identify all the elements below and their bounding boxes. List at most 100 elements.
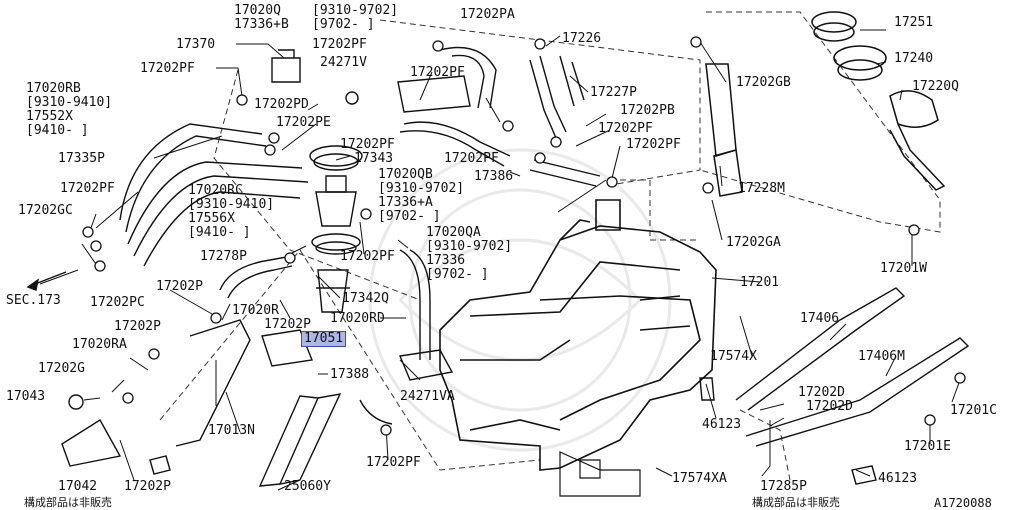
label-date-9410-b: [9410- ] xyxy=(188,225,251,240)
label-17013n: 17013N xyxy=(208,423,255,438)
label-17202pa: 17202PA xyxy=(460,7,515,22)
label-17202pf-4: 17202PF xyxy=(598,121,653,136)
label-17202pf-3: 17202PF xyxy=(410,65,465,80)
label-17285p: 17285P xyxy=(760,479,807,494)
label-17556x: 17556X xyxy=(188,211,235,226)
label-17202pd: 17202PD xyxy=(254,97,309,112)
label-17202pf-2: 17202PF xyxy=(140,61,195,76)
label-17202pf-9: 17202PF xyxy=(340,249,395,264)
label-17202g: 17202G xyxy=(38,361,85,376)
label-17406: 17406 xyxy=(800,311,840,326)
label-17202p-2: 17202P xyxy=(264,317,311,332)
label-17336: 17336 xyxy=(426,253,466,268)
left-hose-frame xyxy=(213,69,421,301)
label-17202p-4: 17202P xyxy=(124,479,171,494)
label-date-9310-9702-e: [9310-9702] xyxy=(426,239,513,254)
label-17406m: 17406M xyxy=(858,349,905,364)
tank-straps xyxy=(699,287,970,485)
lower-frame xyxy=(159,249,541,471)
label-17020q: 17020Q xyxy=(234,3,281,18)
label-17202pf-1: 17202PF xyxy=(312,37,367,52)
label-date-9410-a: [9410- ] xyxy=(26,123,89,138)
label-17574x: 17574X xyxy=(710,349,757,364)
parts-note-left: 構成部品は非販売 xyxy=(24,496,112,509)
label-17020r: 17020R xyxy=(232,303,279,318)
label-17042: 17042 xyxy=(58,479,98,494)
label-17343: 17343 xyxy=(354,151,394,166)
section-ref[interactable]: SEC.173 xyxy=(6,293,61,308)
label-17278p: 17278P xyxy=(200,249,247,264)
label-date-9702-c: [9702- ] xyxy=(426,267,489,282)
hose-bundle-left xyxy=(119,123,309,267)
label-17202gc: 17202GC xyxy=(18,203,73,218)
label-17043: 17043 xyxy=(6,389,46,404)
label-17201e: 17201E xyxy=(904,439,951,454)
label-date-9310-9702-a: [9310-9702] xyxy=(312,3,399,18)
label-17574xa: 17574XA xyxy=(672,471,727,486)
label-17020rb: 17020RB xyxy=(26,81,81,96)
label-17020qa: 17020QA xyxy=(426,225,481,240)
filler-neck xyxy=(705,63,946,197)
leader-lines xyxy=(39,29,961,491)
label-17202pb: 17202PB xyxy=(620,103,675,118)
fuel-pump-assembly xyxy=(309,145,363,313)
label-17240: 17240 xyxy=(894,51,934,66)
misc-parts xyxy=(61,49,471,487)
label-17202pe: 17202PE xyxy=(276,115,331,130)
strap-frame xyxy=(739,409,791,481)
label-17201w: 17201W xyxy=(880,261,927,276)
label-17336a: 17336+A xyxy=(378,195,433,210)
label-17228m: 17228M xyxy=(738,181,785,196)
label-24271va: 24271VA xyxy=(400,389,455,404)
label-17335p: 17335P xyxy=(58,151,105,166)
label-24271v: 24271V xyxy=(320,55,367,70)
vent-hoses xyxy=(219,46,601,425)
label-date-9310-9410-d: [9310-9410] xyxy=(188,197,275,212)
fuel-tank xyxy=(439,199,717,471)
label-17202pc: 17202PC xyxy=(90,295,145,310)
section-arrow xyxy=(26,271,67,291)
label-17201c: 17201C xyxy=(950,403,997,418)
label-17226: 17226 xyxy=(562,31,602,46)
label-date-9310-9702-c: [9310-9702] xyxy=(378,181,465,196)
label-17020rd: 17020RD xyxy=(330,311,385,326)
label-17386: 17386 xyxy=(474,169,514,184)
label-17202pf-7: 17202PF xyxy=(444,151,499,166)
filler-rings xyxy=(811,11,887,81)
hose-clamps xyxy=(82,36,966,436)
label-17388: 17388 xyxy=(330,367,370,382)
label-17020rc: 17020RC xyxy=(188,183,243,198)
label-17020ra: 17020RA xyxy=(72,337,127,352)
label-17201: 17201 xyxy=(740,275,780,290)
label-17202ga: 17202GA xyxy=(726,235,781,250)
parts-note-right: 構成部品は非販売 xyxy=(752,496,840,509)
label-date-9702-b: [9702- ] xyxy=(378,209,441,224)
label-17251: 17251 xyxy=(894,15,934,30)
label-17202pf-6: 17202PF xyxy=(626,137,681,152)
label-17336b: 17336+B xyxy=(234,17,289,32)
label-17552x: 17552X xyxy=(26,109,73,124)
label-46123-b: 46123 xyxy=(878,471,918,486)
label-17202gb: 17202GB xyxy=(736,75,791,90)
label-17051-highlighted[interactable]: 17051 xyxy=(300,331,347,347)
label-date-9310-9410-b: [9310-9410] xyxy=(26,95,113,110)
diagram-reference: A1720088 xyxy=(934,496,992,510)
label-17202p-1: 17202P xyxy=(156,279,203,294)
label-25060y: 25060Y xyxy=(284,479,331,494)
label-17220q: 17220Q xyxy=(912,79,959,94)
label-17202pf-8: 17202PF xyxy=(60,181,115,196)
label-46123-a: 46123 xyxy=(702,417,742,432)
label-17227p: 17227P xyxy=(590,85,637,100)
label-17370: 17370 xyxy=(176,37,216,52)
label-17202d-2: 17202D xyxy=(806,399,853,414)
label-17342q: 17342Q xyxy=(342,291,389,306)
tank-bracket xyxy=(559,451,641,497)
label-17202p-3: 17202P xyxy=(114,319,161,334)
label-17020qb: 17020QB xyxy=(378,167,433,182)
label-17202pf-5: 17202PF xyxy=(340,137,395,152)
label-17202pf-10: 17202PF xyxy=(366,455,421,470)
label-date-9702-a: [9702- ] xyxy=(312,17,375,32)
filler-neck-frame xyxy=(699,11,941,233)
